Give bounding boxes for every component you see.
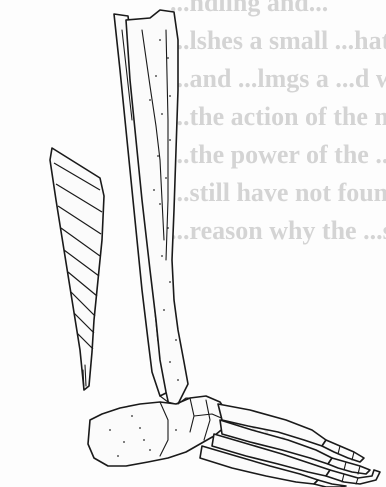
toe-phalanges [314, 440, 380, 487]
muscle-hatched-shape [50, 148, 104, 390]
